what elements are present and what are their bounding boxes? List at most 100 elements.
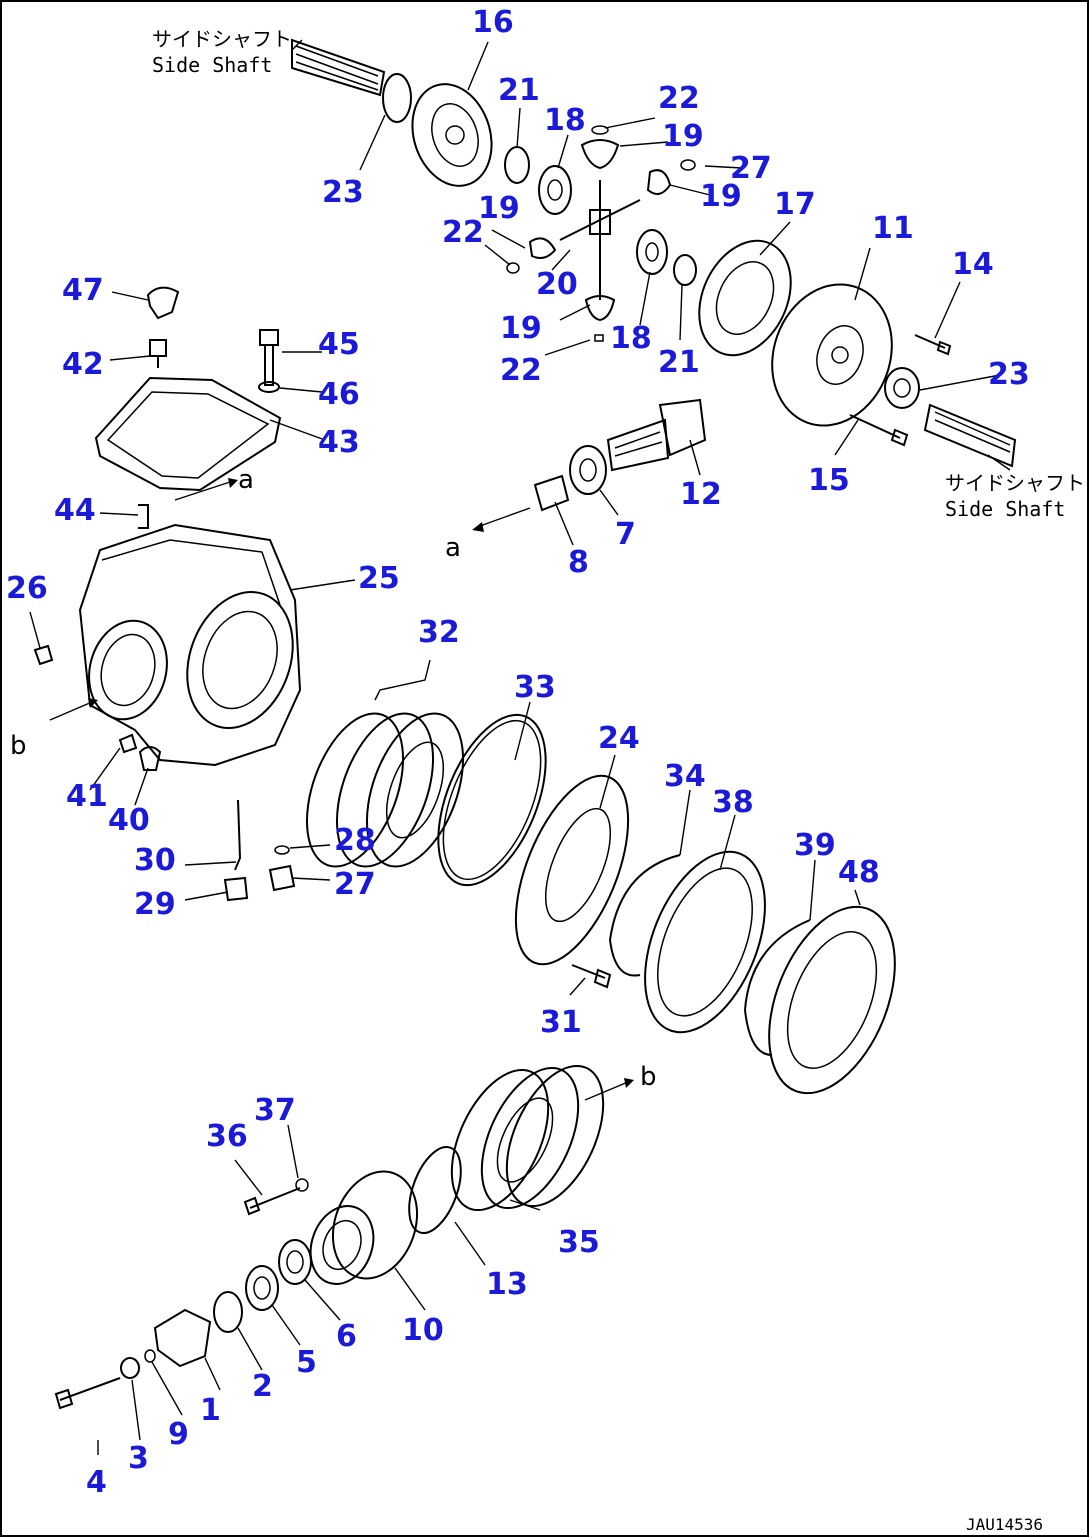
callout-14: 14: [952, 247, 994, 282]
callout-5: 5: [296, 1345, 317, 1380]
callout-30: 30: [134, 843, 176, 878]
dipstick-30: [234, 799, 242, 871]
view-b-left: b: [10, 731, 27, 761]
side-shaft-right: [923, 403, 1017, 468]
seal-34: [608, 854, 681, 977]
brake-discs-35: [450, 1064, 605, 1212]
bolt-14: [914, 334, 952, 356]
view-arrows: [49, 478, 634, 1101]
callout-2: 2: [252, 1369, 273, 1404]
callout-21-upper: 21: [498, 73, 540, 108]
breather-47: [146, 286, 180, 320]
callout-26: 26: [6, 571, 48, 606]
piston-24: [514, 774, 630, 966]
callout-20: 20: [536, 267, 578, 302]
cage-10: [309, 1170, 419, 1285]
callout-10: 10: [402, 1313, 444, 1348]
side-shaft-top: [291, 38, 412, 123]
callout-19-left: 19: [478, 191, 520, 226]
callout-41: 41: [66, 779, 108, 814]
callout-34: 34: [664, 759, 706, 794]
side-gear-lower: [636, 229, 668, 275]
bolt-4: [54, 1377, 121, 1410]
diff-case-left: [411, 83, 493, 187]
side-shaft-label-top: サイドシャフト Side Shaft: [152, 27, 292, 77]
plug-27: [268, 864, 296, 892]
housing-25: [78, 523, 302, 767]
cover-43: [94, 376, 282, 492]
o-ring-9: [144, 1349, 156, 1363]
thrust-washer-lower: [673, 254, 697, 286]
callout-19-top: 19: [662, 119, 704, 154]
leader-lines: [29, 39, 1011, 1455]
callout-18-lower: 18: [610, 321, 652, 356]
callout-numbers: 1 2 3 4 5 6 7 8 9 10 11 12 13 14 15 16 1…: [6, 5, 1030, 1500]
side-shaft-top-jp: サイドシャフト: [152, 27, 292, 51]
callout-43: 43: [318, 425, 360, 460]
callout-16: 16: [472, 5, 514, 40]
side-shaft-right-jp: サイドシャフト: [945, 471, 1085, 495]
callout-24: 24: [598, 721, 640, 756]
callout-47: 47: [62, 273, 104, 308]
callout-19-bottom: 19: [500, 311, 542, 346]
washer-3: [120, 1357, 140, 1379]
washer-28: [274, 845, 290, 855]
callout-23-right: 23: [988, 357, 1030, 392]
retainer-48: [768, 905, 896, 1095]
callout-1: 1: [200, 1393, 221, 1428]
retainer-38: [644, 850, 766, 1034]
callout-40: 40: [108, 803, 150, 838]
callout-37: 37: [254, 1093, 296, 1128]
callout-11: 11: [872, 211, 914, 246]
bolt-31: [571, 964, 612, 989]
brake-discs-32: [305, 712, 465, 868]
callout-25: 25: [358, 561, 400, 596]
thrust-washer-upper: [504, 146, 530, 184]
view-a-left: a: [445, 533, 461, 563]
callout-35: 35: [558, 1225, 600, 1260]
bearing-right: [884, 367, 920, 409]
callout-36: 36: [206, 1119, 248, 1154]
callout-18-upper: 18: [544, 103, 586, 138]
side-shaft-top-en: Side Shaft: [152, 53, 272, 77]
callout-29: 29: [134, 887, 176, 922]
seal-39: [743, 919, 811, 1056]
pinion-shaft: [606, 398, 707, 472]
fitting-41: [118, 733, 138, 754]
callout-6: 6: [336, 1319, 357, 1354]
callout-39: 39: [794, 828, 836, 863]
callout-42: 42: [62, 347, 104, 382]
callout-19-right: 19: [700, 179, 742, 214]
callout-22-top: 22: [658, 81, 700, 116]
coupling-1: [153, 1308, 212, 1368]
bolt-45: [259, 329, 279, 386]
callout-33: 33: [514, 670, 556, 705]
bearing-6: [278, 1239, 312, 1285]
callout-27-lower: 27: [334, 867, 376, 902]
bolt-15: [849, 414, 909, 447]
ring-gear: [771, 283, 893, 427]
callout-46: 46: [318, 377, 360, 412]
fitting-40: [138, 746, 162, 771]
callout-27-upper: 27: [730, 151, 772, 186]
view-a-top: a: [238, 465, 254, 495]
collar-8: [533, 474, 570, 512]
view-b-right: b: [640, 1062, 657, 1092]
callout-32: 32: [418, 615, 460, 650]
callout-48: 48: [838, 855, 880, 890]
callout-38: 38: [712, 785, 754, 820]
callout-9: 9: [168, 1417, 189, 1452]
callout-22-bottom: 22: [500, 353, 542, 388]
callout-28: 28: [334, 823, 376, 858]
callout-3: 3: [128, 1441, 149, 1476]
callout-17: 17: [774, 187, 816, 222]
callout-21-lower: 21: [658, 345, 700, 380]
callout-8: 8: [568, 545, 589, 580]
seal-ring-33: [437, 713, 547, 887]
callout-13: 13: [486, 1267, 528, 1302]
washer-46: [258, 381, 280, 393]
bearing-5: [245, 1265, 279, 1311]
o-ring-13: [408, 1146, 462, 1234]
fitting-42: [149, 339, 167, 368]
